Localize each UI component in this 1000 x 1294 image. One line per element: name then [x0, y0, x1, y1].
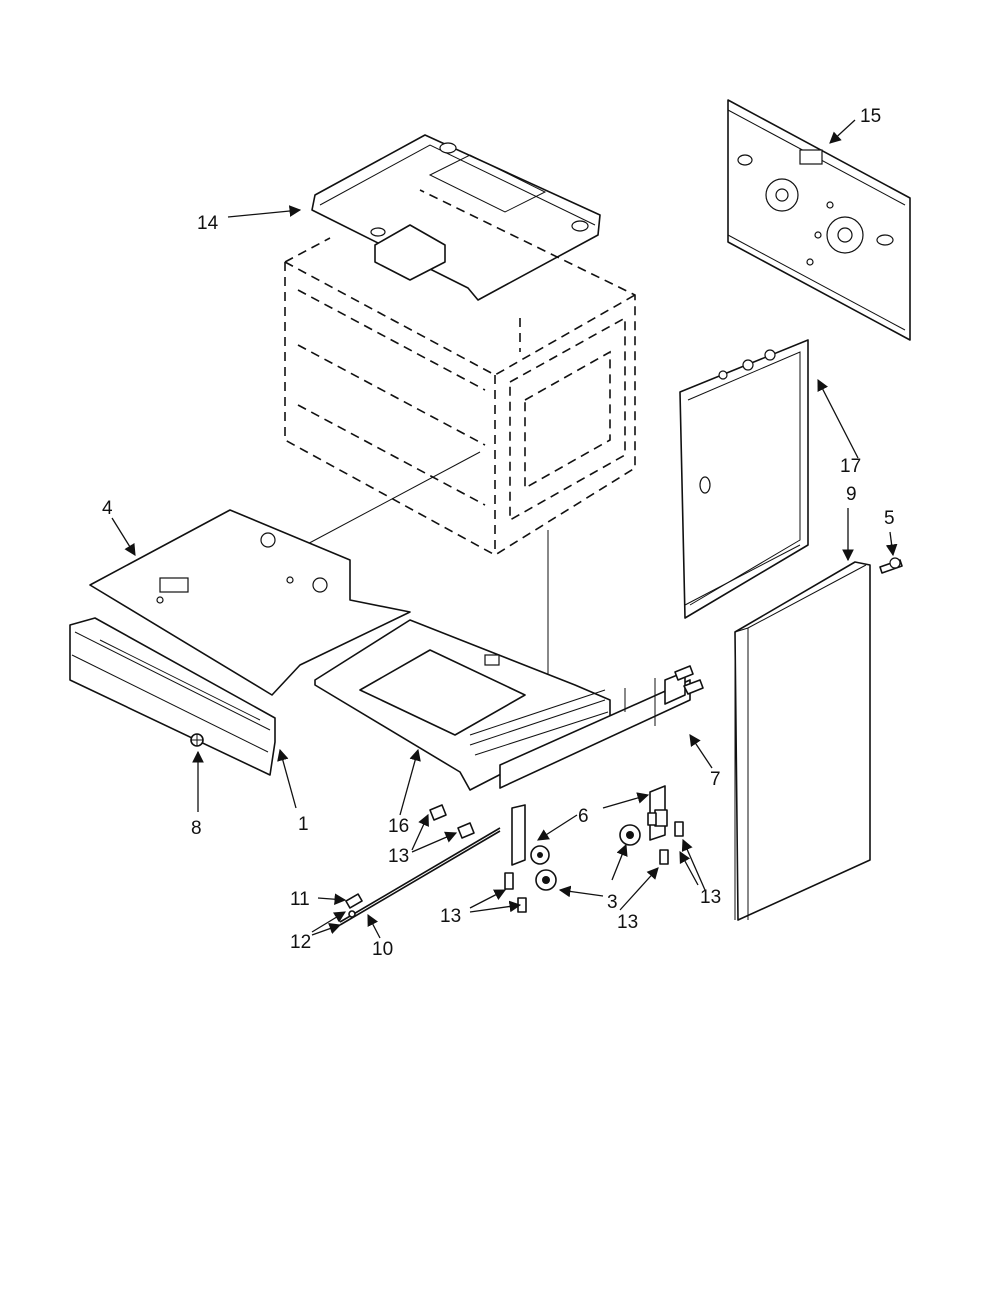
roller-3-right — [619, 824, 641, 846]
callout-9: 9 — [846, 484, 857, 505]
leader-lines — [111, 119, 898, 939]
part-17-side-panel — [679, 339, 809, 619]
part-9-side-trim — [734, 561, 871, 921]
callout-labels: 14 15 17 9 5 4 8 1 16 13 6 7 3 13 13 13 … — [102, 106, 895, 960]
callout-8: 8 — [191, 818, 202, 839]
callout-17: 17 — [840, 456, 861, 477]
callout-13-a: 13 — [388, 846, 409, 867]
callout-4: 4 — [102, 498, 113, 519]
rod-10 — [339, 827, 501, 926]
callout-3: 3 — [607, 892, 618, 913]
callout-1: 1 — [298, 814, 309, 835]
screws-16 — [429, 665, 704, 839]
part-1-front-trim — [69, 617, 276, 776]
oven-cavity-outline — [284, 189, 636, 690]
clip-11-12 — [345, 893, 363, 918]
screw-8 — [190, 733, 204, 747]
part-14-top-shield — [311, 134, 601, 301]
callout-5: 5 — [884, 508, 895, 529]
callout-13-d: 13 — [440, 906, 461, 927]
roller-3-left — [535, 869, 557, 891]
screw-5 — [879, 557, 903, 574]
callout-14: 14 — [197, 213, 219, 234]
part-4-bottom-plate — [89, 509, 411, 696]
hinge-bracket-6-left — [511, 804, 550, 866]
callout-13-b: 13 — [700, 887, 721, 908]
callout-12: 12 — [290, 932, 311, 953]
screws-13 — [504, 812, 684, 913]
part-15-rear-panel — [727, 99, 911, 341]
part-16-base-tray — [314, 619, 611, 791]
callout-7: 7 — [710, 769, 721, 790]
callout-16: 16 — [388, 816, 409, 837]
callout-11: 11 — [290, 889, 310, 910]
callout-6: 6 — [578, 806, 589, 827]
callout-15: 15 — [860, 106, 881, 127]
callout-13-c: 13 — [617, 912, 638, 933]
callout-10: 10 — [372, 939, 393, 960]
hinge-bracket-6-right — [649, 785, 668, 841]
